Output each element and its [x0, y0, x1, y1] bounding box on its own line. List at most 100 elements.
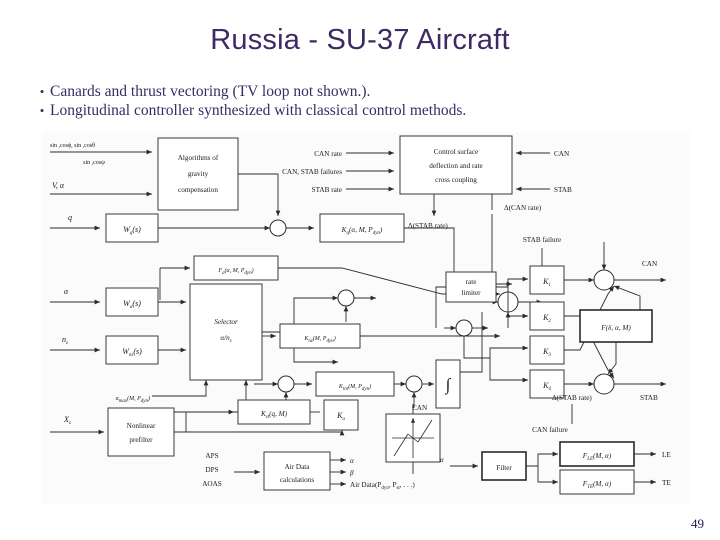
alpha-max-label: αmax(M, Pdyn)	[116, 395, 150, 404]
can-failure-label: CAN failure	[532, 426, 568, 434]
bullet-marker: •	[39, 84, 45, 99]
summing-junction	[405, 375, 423, 393]
summing-junction-can	[593, 269, 615, 291]
prefilter-line-2: prefilter	[129, 436, 153, 444]
fte-label: FTE(M, α)	[582, 480, 612, 490]
signal-line	[507, 287, 528, 319]
walpha-label: Wα(s)	[123, 299, 141, 310]
te-output-label: TE	[662, 479, 671, 487]
stab-rate-label: STAB rate	[312, 186, 342, 194]
k4-block	[529, 369, 565, 399]
delta-stab-rate-right-label: Δ(STAB rate)	[552, 394, 592, 402]
attitude-trig-bottom-label: sin ,cosψ	[83, 160, 105, 166]
air-data-inputs: APS DPS AOAS	[202, 452, 222, 488]
nz-input-label: nz	[62, 335, 68, 346]
f-delta-label: F(δ, α, M)	[600, 324, 631, 332]
gravity-input-labels: sin ,cosϕ, sin ,cosθ sin ,cosψ V, α	[50, 143, 105, 190]
sat-curve-lower	[393, 433, 409, 457]
fa-label: Fa(α, M, Pdyn)	[217, 267, 253, 276]
can-rate-label: CAN rate	[314, 150, 342, 158]
filter-block	[481, 451, 527, 481]
signal-line	[186, 430, 345, 436]
signal-line	[435, 286, 446, 328]
wnz-block	[105, 335, 159, 365]
bullet-list: • Canards and thrust vectoring (TV loop …	[34, 82, 694, 120]
stab-input-label: STAB	[554, 186, 572, 194]
aps-label: APS	[205, 452, 218, 460]
kint-block	[315, 371, 395, 397]
signal-line	[496, 276, 528, 288]
selector-line-2: α/nz	[220, 334, 231, 344]
stab-output-label: STAB	[640, 394, 658, 402]
ka-label: Ka	[336, 411, 345, 422]
gravity-line-2: gravity	[188, 170, 209, 178]
k4-label: K4	[542, 381, 551, 392]
k2-label: K2	[542, 313, 551, 324]
stick-input-label: Xs	[63, 415, 71, 426]
aoas-label: AOAS	[202, 480, 222, 488]
gravity-line-3: compensation	[178, 186, 218, 194]
signal-line	[537, 466, 558, 485]
sat-curve-mid	[407, 433, 419, 443]
can-mid-label: CAN	[412, 404, 428, 412]
knz-group: Knz(M, Pdyn)	[262, 323, 500, 349]
stab-failure-label: STAB failure	[523, 236, 561, 244]
gravity-line-1: Algorithms of	[178, 154, 219, 162]
rate-limiter-line-2: limiter	[461, 289, 481, 297]
signal-line	[564, 315, 615, 379]
kst-block	[237, 399, 311, 425]
signal-line	[463, 336, 528, 359]
signal-line	[460, 312, 483, 373]
gain-k3-group: K3	[529, 285, 615, 365]
summing-junction	[269, 219, 287, 237]
k1-label: K1	[542, 277, 551, 288]
f-delta-block	[579, 309, 653, 343]
cross-coupling-block	[399, 135, 513, 195]
air-data-line-2: calculations	[280, 476, 315, 484]
saturation-block-group	[385, 404, 441, 463]
filter-label: Filter	[496, 464, 512, 472]
kq-label: Kq(α, M, Pdyn)	[341, 226, 383, 236]
gravity-compensation-block	[157, 137, 239, 211]
pitch-rate-label: q	[68, 213, 72, 222]
signal-line	[526, 451, 558, 467]
sat-curve-upper	[417, 419, 433, 443]
air-data-block	[263, 451, 331, 491]
cross-coupling-inputs: CAN rate CAN, STAB failures STAB rate	[282, 150, 342, 194]
delta-can-rate-label: Δ(CAN rate)	[504, 204, 542, 212]
summing-junction	[277, 375, 295, 393]
selector-line-1: Selector	[214, 318, 238, 326]
summing-junction	[455, 319, 473, 337]
k2-block	[529, 301, 565, 331]
alpha-input-label: α	[64, 287, 69, 296]
summing-junction-stab	[593, 373, 615, 395]
gain-k2-group: K2	[529, 301, 615, 379]
air-out-beta-label: β	[349, 469, 354, 477]
wq-block	[105, 213, 159, 243]
knz-label: Knz(M, Pdyn)	[303, 335, 335, 344]
fa-block	[193, 255, 279, 281]
nonlinear-prefilter-block	[107, 407, 175, 457]
filter-alpha-input-label: α	[440, 456, 444, 464]
wnz-label: Wnz(s)	[122, 347, 142, 358]
cross-coupling-line-1: Control surface	[434, 148, 479, 156]
can-output-label: CAN	[642, 260, 658, 268]
ka-block	[323, 399, 359, 431]
kst-label: Kst(q, M)	[260, 410, 288, 420]
signal-line	[174, 411, 210, 433]
can-stab-failures-label: CAN, STAB failures	[282, 168, 342, 176]
bullet-text: Longitudinal controller synthesized with…	[50, 102, 467, 119]
fle-label: FLE(M, α)	[582, 452, 612, 462]
signal-line	[613, 285, 641, 310]
signal-line	[404, 227, 455, 290]
air-out-alpha-label: α	[350, 457, 354, 465]
list-item: • Longitudinal controller synthesized wi…	[34, 101, 694, 120]
signal-line	[262, 295, 338, 333]
kint-label: Kint(M, Pdyn)	[338, 383, 371, 392]
air-data-line-1: Air Data	[285, 463, 311, 471]
slide-number: 49	[691, 516, 704, 531]
cross-coupling-line-3: cross coupling	[435, 176, 477, 184]
rate-limiter-block	[445, 271, 497, 303]
le-output-label: LE	[662, 451, 671, 459]
signal-line	[238, 173, 281, 216]
